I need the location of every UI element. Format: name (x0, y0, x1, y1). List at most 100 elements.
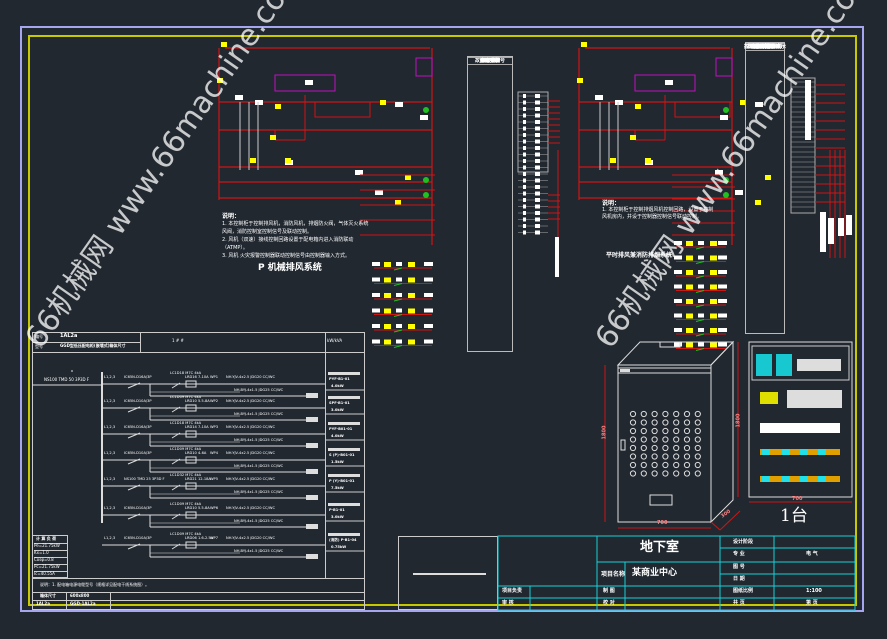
footer-vline-2 (110, 592, 111, 610)
circuit-breaker: IC65N-D16A/3P (124, 375, 152, 379)
circuit-id: WP6 (210, 506, 219, 510)
terminal-pin (535, 107, 540, 111)
contactor-switch (171, 406, 181, 413)
contact (698, 284, 704, 289)
circuit-phase: L1,2,3 (104, 399, 116, 403)
terminal-pin (523, 191, 526, 196)
outer-frame (20, 26, 864, 612)
compartment (751, 345, 850, 381)
terminal-pin (535, 139, 540, 144)
terminal-pin (535, 165, 540, 170)
legend-row-label: 消防联动控制 (749, 44, 780, 50)
breaker (776, 354, 792, 376)
footer-cell-1: 箱体尺寸 (40, 593, 56, 598)
circuit-load: SPF-B1-01 (329, 401, 350, 405)
indicator-lamp (250, 158, 256, 163)
lamp-green (723, 107, 729, 113)
panel-header-right: kW/kVA (327, 338, 343, 343)
terminal-pin (535, 126, 540, 131)
load-symbol (306, 417, 318, 422)
calc-row: Pe=21.75kW (34, 543, 67, 548)
footer-cell-4: GGD-1AL2a (70, 601, 96, 606)
relay-block (760, 392, 778, 404)
panel-model-label: 型号 (35, 344, 43, 349)
cabinet-quantity: 1台 (780, 506, 808, 526)
legend-row-label: 故障报警信号 (474, 58, 505, 64)
notes-left-line-5: 3. 风机 火灾报警控制器联动控制信号由控制器输入方式。 (222, 253, 350, 259)
contactor-switch (171, 432, 181, 439)
pushbutton (640, 444, 647, 452)
terminal-pin (523, 126, 526, 131)
circuit-phase: L1,2,3 (104, 425, 116, 429)
relay-symbol (185, 404, 197, 412)
contact (674, 299, 682, 303)
terminal-pin (523, 139, 526, 144)
circuit-contactor: LC1D32 M7C 4kA (170, 473, 202, 477)
circuit-phase: L1,2,3 (104, 477, 116, 481)
contact (396, 293, 402, 297)
calc-row: Cosφ=0.8 (34, 557, 67, 562)
indicator-lamp (630, 135, 636, 140)
circuit-id: WP1 (210, 375, 219, 379)
indicator-lamp (384, 277, 391, 283)
terminal-pin (535, 178, 540, 183)
terminal-pin (523, 120, 526, 124)
terminal (782, 476, 790, 482)
terminal-block (820, 212, 826, 252)
legend-row-label: 停止指示 (754, 44, 775, 50)
pushbutton (673, 436, 680, 443)
circuit-power: 3.0kW (331, 515, 344, 519)
load-name-bar (328, 503, 360, 506)
lamp-green (723, 192, 729, 198)
legend-row-label: 停止指示 (754, 44, 775, 50)
terminal-block (838, 218, 844, 236)
circuit-cable: NH-YJV-4x2.5 JDG20 CC/WC (226, 506, 275, 510)
pushbutton (640, 419, 647, 426)
switch (393, 267, 403, 271)
circuit-cable: NH-YJV-4x2.5 JDG20 CC/WC (226, 536, 275, 540)
indicator-lamp (380, 100, 386, 105)
indicator-lamp (384, 293, 391, 298)
contactor-switch (171, 543, 181, 550)
load-symbol (306, 393, 318, 398)
contact (372, 262, 380, 266)
pushbutton (640, 453, 647, 460)
calc-table-title: 计 算 负 荷 (36, 536, 57, 541)
indicator-lamp (285, 158, 291, 163)
terminal-pin (523, 204, 526, 209)
contact (424, 324, 433, 328)
circuit-contactor: LC1D18 M7C 4kA (170, 371, 202, 375)
contact (372, 339, 380, 344)
circuit-id: WP2 (210, 399, 219, 403)
pushbutton (673, 461, 680, 469)
contact (420, 115, 428, 120)
indicator-lamp (710, 299, 717, 304)
pushbutton (662, 461, 669, 469)
contact (674, 270, 682, 274)
switch (695, 348, 705, 351)
contact (674, 284, 682, 289)
circuit-ctrl-cable: NH-BYJ-4x1.5 JDG25 CC/WC (234, 549, 284, 553)
circuit-power: 0.75kW (331, 545, 347, 549)
circuit-contactor: LC1D09 M7C 4kA (170, 447, 202, 451)
indicator-lamp (384, 339, 391, 345)
pushbutton (673, 419, 680, 426)
contact (755, 102, 763, 107)
load-symbol (306, 524, 318, 529)
pushbutton (673, 470, 680, 477)
terminal-strip (790, 77, 816, 214)
indicator-lamp (710, 241, 717, 246)
circuit-phase: L1,2,3 (104, 375, 116, 379)
indicator-lamp (686, 270, 693, 275)
title-block-logo-line (413, 573, 486, 575)
pushbutton (651, 470, 658, 477)
circuit-contactor: LC1D09 M7C 4kA (170, 502, 202, 506)
legend-row-label: 风机运行指示灯 (747, 44, 783, 50)
switch (695, 290, 705, 293)
legend-row-label: 停止按钮 (479, 58, 500, 64)
legend-row-label: 控制回路 电源指示 (744, 44, 786, 50)
contactor-switch (171, 484, 181, 491)
title-block-cell: 电 气 (806, 551, 818, 557)
circuit-relay: LRD10 4-6A (185, 451, 207, 455)
